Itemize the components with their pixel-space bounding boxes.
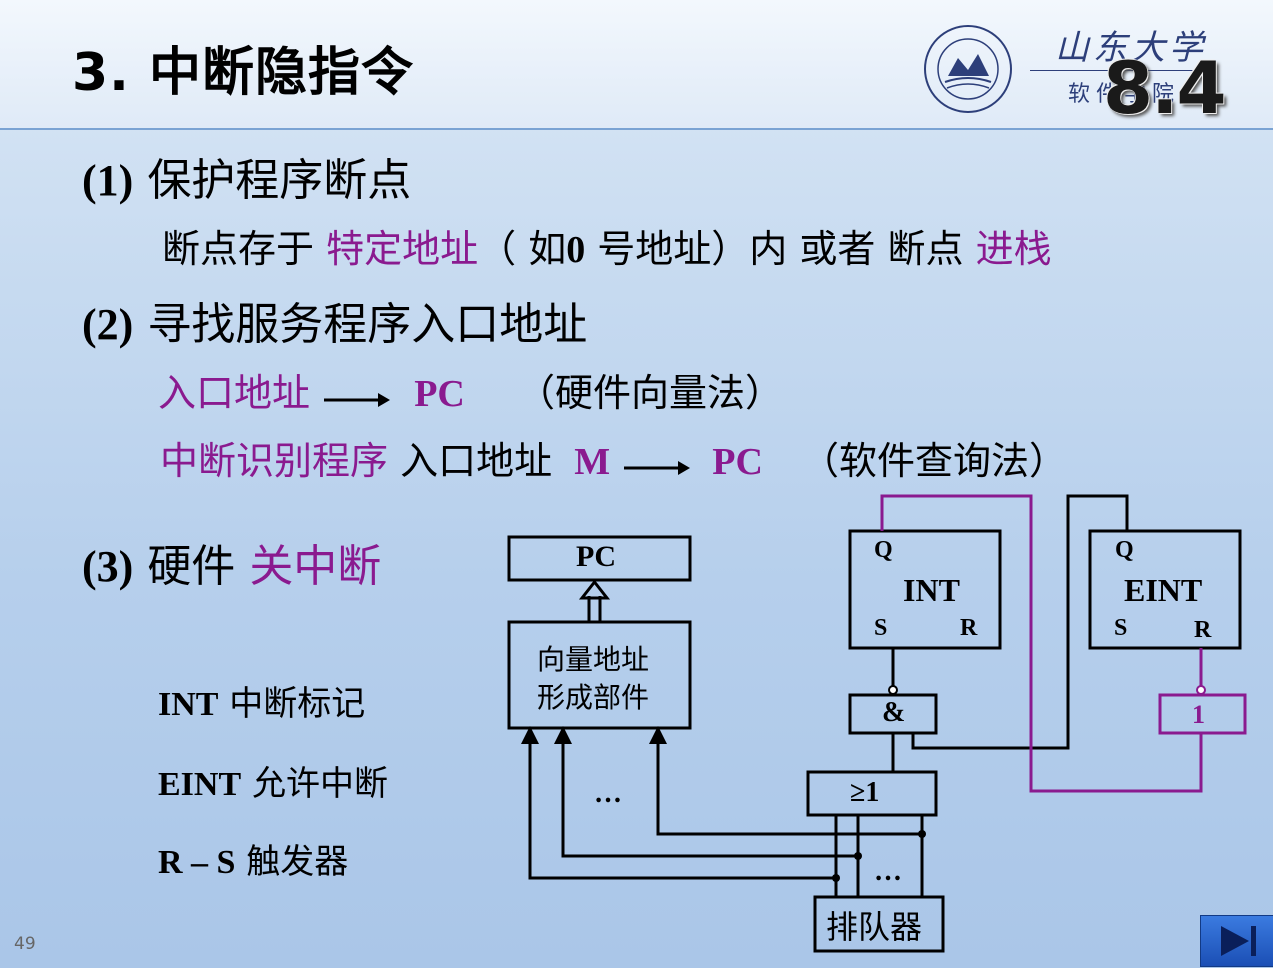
legend-int: INT 中断标记 [158,684,366,724]
eint-flipflop-box [1088,529,1242,650]
play-next-icon [1221,926,1256,956]
int-flipflop-box [848,529,1002,650]
ellipsis-queue: … [874,856,902,887]
point-2-line-2: 中断识别程序 入口地址 M PC （软件查询法） [160,430,1067,487]
int-name-label: INT [903,572,960,608]
university-seal-icon [924,25,1012,113]
double-arrow-icon [578,579,611,622]
int-q-label: Q [874,537,893,563]
next-slide-button[interactable] [1200,915,1273,967]
pc-label: PC [576,540,616,573]
or-gate-box [806,770,938,817]
wire-queue-3 [649,726,924,897]
vector-label-2: 形成部件 [537,681,650,714]
point-1-detail: 断点存于 特定地址（ 如0 号地址）内 或者 断点 进栈 [162,227,1052,271]
department-name: 软件学院 [1068,82,1181,107]
eint-name-label: EINT [1124,572,1203,608]
header-bar [0,0,1273,130]
logo-divider [1030,70,1205,71]
legend-eint: EINT 允许中断 [158,764,388,804]
section-badge: 8.4 [1103,46,1227,130]
arrow-right-icon [322,375,392,419]
wire-queue-2 [554,726,860,897]
ellipsis-left: … [594,778,622,809]
eint-s-label: S [1114,615,1128,641]
and-gate-label: & [882,697,906,728]
int-r-label: R [960,615,978,641]
legend-rs: R – S 触发器 [158,842,349,882]
wire-eint-and [911,494,1129,750]
eint-q-label: Q [1115,537,1134,563]
or-gate-label: ≥1 [850,777,880,808]
page-number: 49 [14,934,36,954]
vector-label-1: 向量地址 [537,643,650,676]
page-title: 3. 中断隐指令 [72,43,415,103]
arrow-right-icon [622,443,692,487]
int-s-label: S [874,615,888,641]
eint-r-label: R [1194,617,1212,643]
pc-box [507,535,692,582]
queue-box [813,895,945,953]
not-gate-label: 1 [1192,700,1205,729]
point-2-line-1: 入口地址 PC （硬件向量法） [158,362,783,419]
point-3: (3) 硬件 关中断 [82,541,382,592]
queue-label: 排队器 [826,908,923,946]
point-1: (1) 保护程序断点 [82,155,412,206]
wire-int-q-not [880,494,1203,793]
wire-queue-1 [521,726,838,897]
university-name: 山东大学 [1055,28,1207,68]
point-2: (2) 寻找服务程序入口地址 [82,299,588,350]
